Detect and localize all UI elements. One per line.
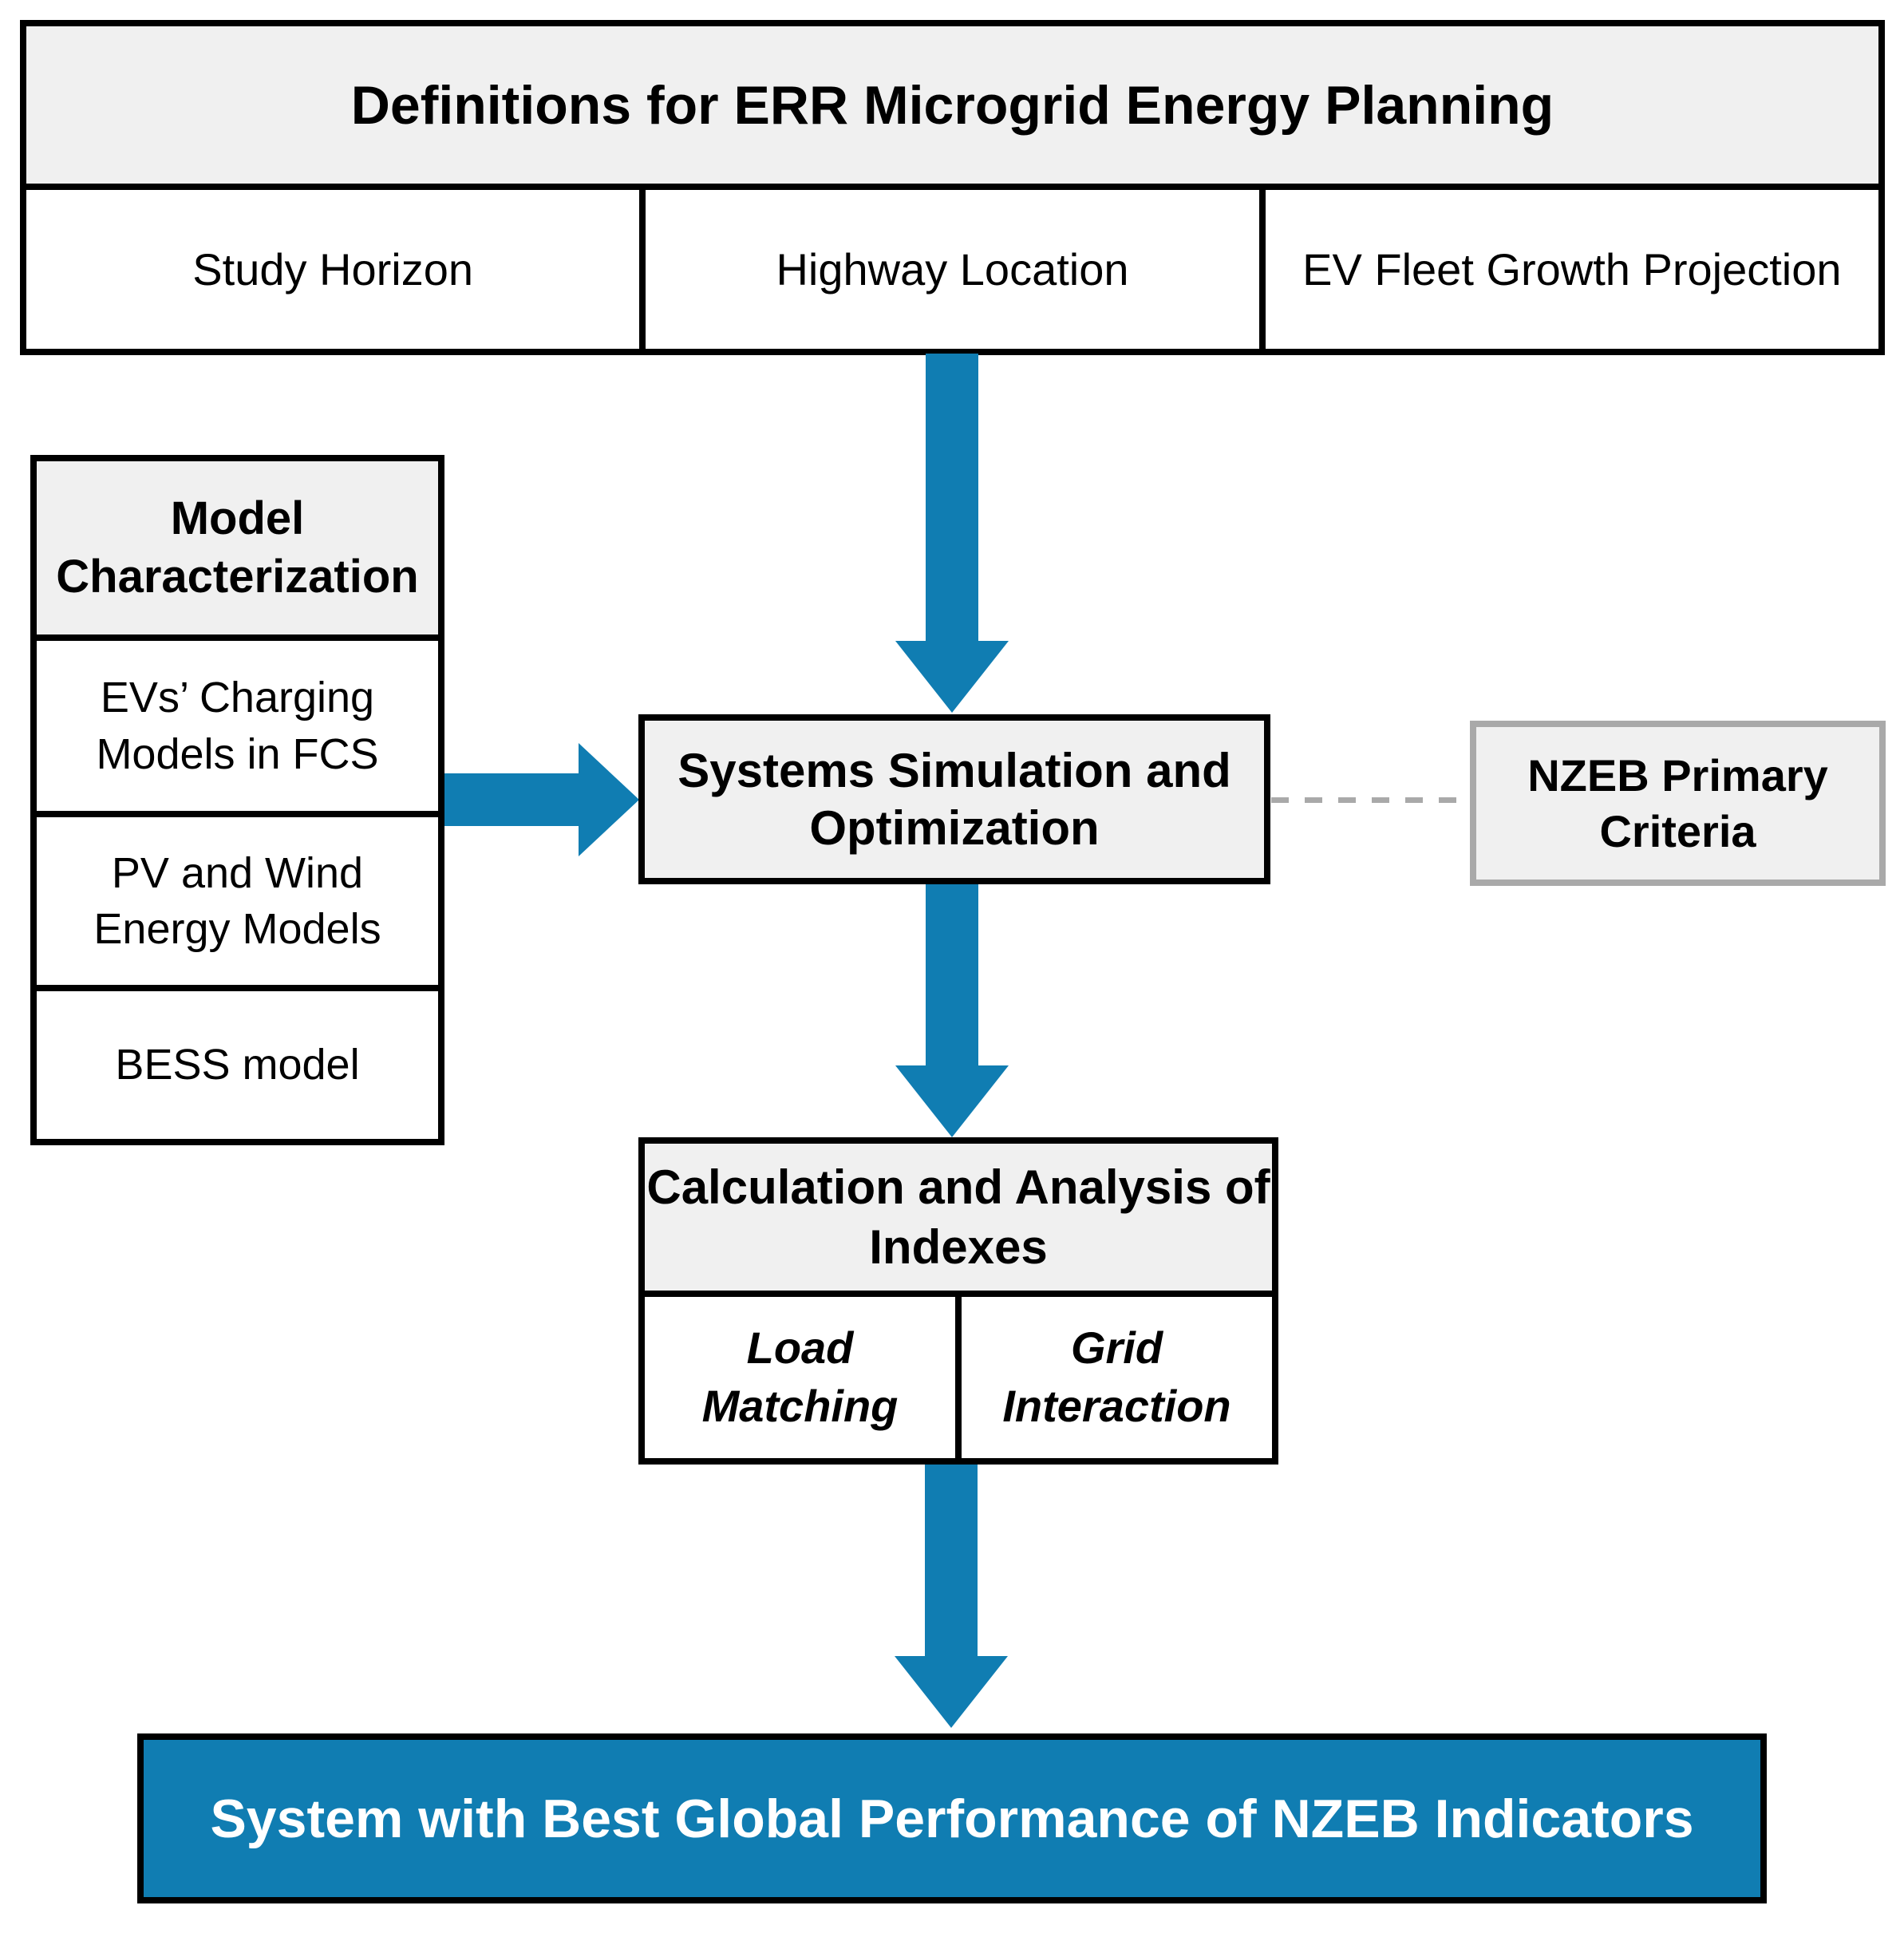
down-arrowhead-icon (895, 1656, 1008, 1728)
down-arrowhead-icon (895, 1065, 1009, 1137)
model-item-pv-wind: PV and Wind Energy Models (37, 811, 438, 985)
definitions-item-study-horizon: Study Horizon (192, 243, 474, 294)
nzeb-primary-criteria-box: NZEB Primary Criteria (1470, 721, 1886, 886)
down-arrow-icon (926, 884, 978, 1065)
index-grid-interaction: Grid Interaction (955, 1297, 1272, 1458)
result-label: System with Best Global Performance of N… (210, 1788, 1694, 1849)
right-arrow-icon (444, 773, 579, 826)
calculation-header: Calculation and Analysis of Indexes (638, 1137, 1278, 1297)
down-arrowhead-icon (895, 641, 1009, 713)
definitions-item-ev-fleet-growth: EV Fleet Growth Projection (1258, 190, 1878, 349)
right-arrowhead-icon (579, 743, 639, 856)
model-characterization-box: Model Characterization EVs’ Charging Mod… (30, 455, 444, 1145)
down-arrow-icon (925, 1465, 978, 1656)
model-item-evs-charging: EVs’ Charging Models in FCS (37, 634, 438, 811)
index-load-matching: Load Matching (701, 1322, 899, 1431)
result-box: System with Best Global Performance of N… (137, 1733, 1767, 1903)
calculation-index-row: Load Matching Grid Interaction (638, 1291, 1278, 1465)
down-arrow-icon (926, 354, 978, 641)
model-item-bess: BESS model (37, 985, 438, 1139)
nzeb-primary-criteria-label: NZEB Primary Criteria (1527, 749, 1828, 856)
calculation-title: Calculation and Analysis of Indexes (646, 1160, 1270, 1274)
dashed-connector-line (1271, 797, 1470, 803)
definitions-item-highway-location: Highway Location (639, 190, 1258, 349)
definitions-items-row: Study Horizon Highway Location EV Fleet … (20, 184, 1885, 355)
definitions-title: Definitions for ERR Microgrid Energy Pla… (350, 74, 1554, 136)
model-characterization-header: Model Characterization (37, 461, 438, 634)
systems-simulation-label: Systems Simulation and Optimization (677, 743, 1231, 855)
definitions-header: Definitions for ERR Microgrid Energy Pla… (20, 20, 1885, 190)
systems-simulation-box: Systems Simulation and Optimization (638, 714, 1270, 884)
